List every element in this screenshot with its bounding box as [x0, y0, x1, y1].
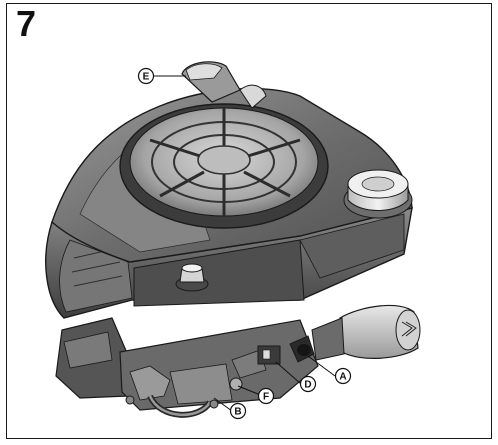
air-filter	[311, 304, 421, 361]
callout-f: F	[257, 387, 275, 405]
callout-d: D	[299, 375, 317, 393]
fan-grill	[119, 103, 329, 229]
svg-text:E: E	[143, 72, 150, 83]
figure-number: 7	[16, 3, 37, 44]
callout-a: A	[334, 367, 352, 385]
svg-text:D: D	[304, 380, 311, 391]
callout-b: B	[229, 402, 247, 420]
dipstick-knob	[175, 263, 209, 292]
oil-fill-tube	[181, 61, 267, 109]
callout-e: E	[137, 67, 155, 85]
fuel-cap	[343, 169, 413, 219]
svg-text:A: A	[339, 372, 346, 383]
svg-text:B: B	[234, 407, 241, 418]
svg-text:F: F	[263, 392, 269, 403]
engine-block	[55, 317, 319, 418]
